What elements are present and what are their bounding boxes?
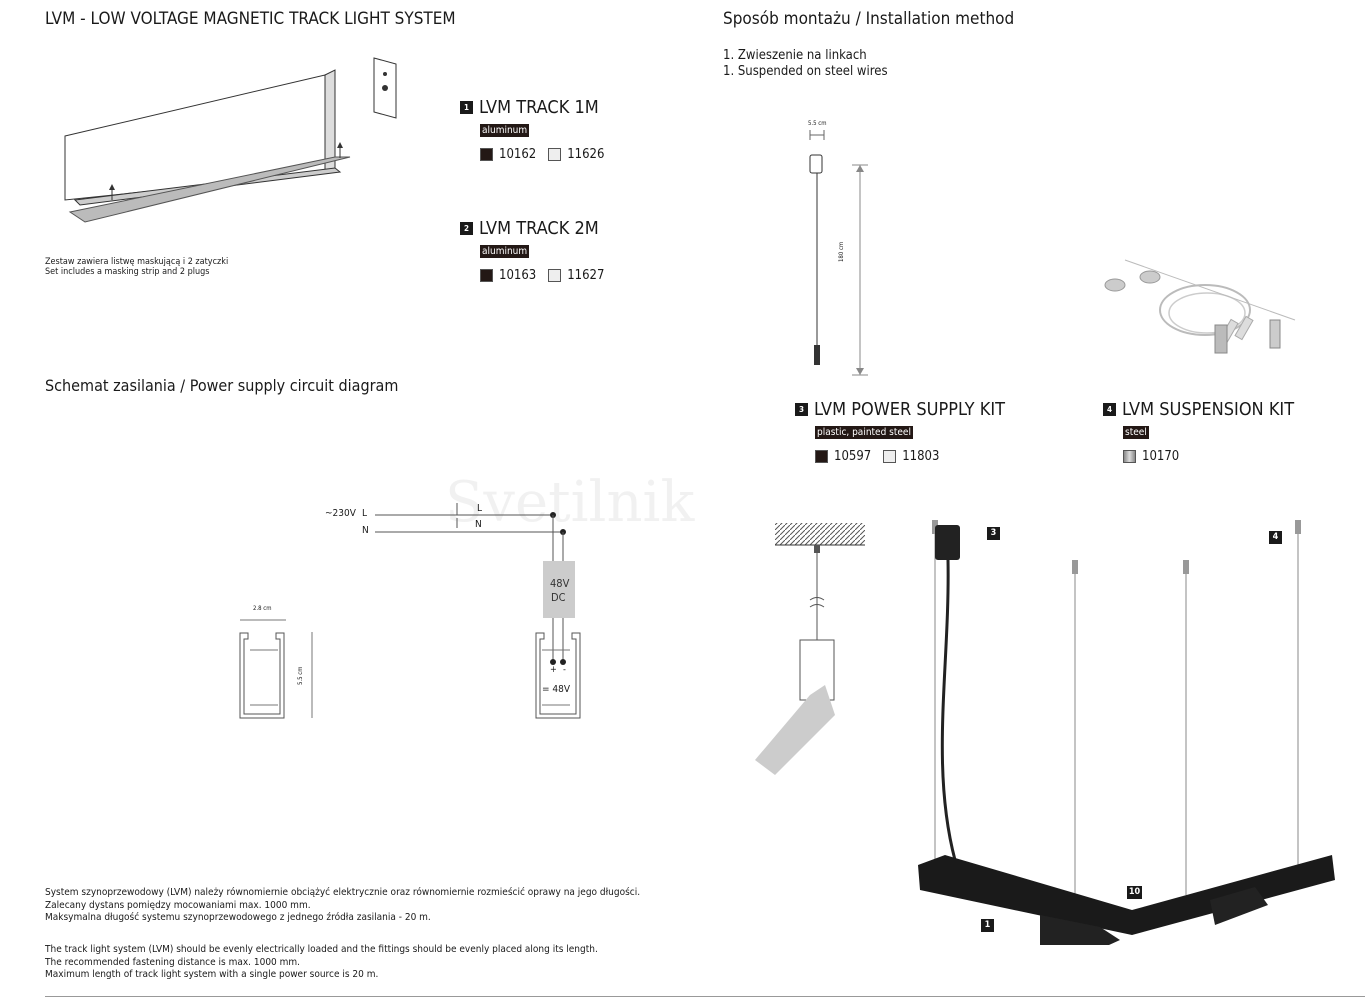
voltage-in-label: ~230V (325, 508, 356, 519)
track-note-pl: Zestaw zawiera listwę maskującą i 2 zaty… (45, 257, 229, 267)
product-code: 11627 (567, 268, 605, 283)
product-power-supply-kit: 3 LVM POWER SUPPLY KIT plastic, painted s… (795, 399, 1005, 464)
product-name: LVM POWER SUPPLY KIT (814, 399, 1005, 420)
N-label-2: N (475, 519, 482, 530)
note-line: The recommended fastening distance is ma… (45, 956, 301, 968)
color-swatch-black (480, 148, 493, 161)
N-label: N (362, 525, 369, 536)
install-title: Sposób montażu / Installation method (723, 9, 1015, 29)
product-code: 10170 (1142, 449, 1180, 464)
note-line: Maximum length of track light system wit… (45, 969, 379, 980)
product-code: 11803 (902, 449, 940, 464)
notes-en: The track light system (LVM) should be e… (45, 944, 598, 982)
product-track-1m: 1 LVM TRACK 1M aluminum 10162 11626 (460, 97, 604, 162)
watermark: Svetilnik (445, 470, 695, 535)
psu-label-dc: DC (551, 591, 566, 604)
color-swatch-black (480, 269, 493, 282)
callout-1: 1 (981, 919, 994, 932)
color-swatch-black (815, 450, 828, 463)
color-swatch-white (548, 269, 562, 282)
product-name: LVM TRACK 2M (479, 218, 599, 239)
product-material: plastic, painted steel (815, 426, 913, 439)
psu-label-48v: 48V (550, 577, 570, 590)
product-material: aluminum (480, 124, 530, 137)
note-line: Zalecany dystans pomiędzy mocowaniami ma… (45, 899, 311, 911)
color-swatch-white (883, 450, 897, 463)
plus-label: + (550, 665, 557, 675)
lamp-render (918, 520, 1335, 945)
product-track-2m: 2 LVM TRACK 2M aluminum 10163 11627 (460, 218, 604, 283)
product-number: 2 (460, 222, 473, 235)
page-title: LVM - LOW VOLTAGE MAGNETIC TRACK LIGHT S… (45, 9, 456, 29)
dim-height-label: 180 cm (838, 241, 845, 262)
track-illustration (64, 57, 397, 223)
product-suspension-kit: 4 LVM SUSPENSION KIT steel 10170 (1103, 399, 1294, 464)
L-label: L (362, 508, 368, 519)
minus-label: - (563, 665, 566, 675)
circuit-title: Schemat zasilania / Power supply circuit… (45, 376, 399, 395)
note-line: Maksymalna długość systemu szynoprzewodo… (45, 912, 431, 923)
callout-3: 3 (987, 527, 1000, 540)
suspension-kit-image (1104, 259, 1296, 354)
suspension-dimension-drawing (809, 130, 868, 376)
dim-width-label: 5.5 cm (808, 120, 827, 127)
product-code: 10597 (834, 449, 872, 464)
product-number: 3 (795, 403, 808, 416)
product-material: aluminum (480, 245, 530, 258)
profile-height-label: 5.5 cm (297, 666, 304, 685)
product-name: LVM SUSPENSION KIT (1122, 399, 1295, 420)
output-voltage-label: = 48V (542, 684, 570, 695)
note-line: The track light system (LVM) should be e… (45, 944, 598, 955)
product-name: LVM TRACK 1M (479, 97, 599, 118)
L-label-2: L (477, 503, 483, 514)
note-line: System szynoprzewodowy (LVM) należy równ… (45, 887, 641, 898)
product-number: 4 (1103, 403, 1116, 416)
ceiling-mount-drawing (755, 523, 865, 775)
product-code: 10163 (499, 268, 537, 283)
install-line-pl: 1. Zwieszenie na linkach (723, 48, 867, 63)
callout-10: 10 (1127, 886, 1142, 899)
notes-pl: System szynoprzewodowy (LVM) należy równ… (45, 887, 640, 925)
product-code: 11626 (567, 147, 605, 162)
color-swatch-steel (1123, 450, 1136, 463)
bottom-divider (45, 996, 1365, 997)
circuit-diagram (239, 503, 581, 719)
profile-width-label: 2.8 cm (253, 605, 272, 612)
color-swatch-white (548, 148, 562, 161)
product-material: steel (1123, 426, 1149, 439)
callout-4: 4 (1269, 531, 1282, 544)
product-number: 1 (460, 101, 473, 114)
install-line-en: 1. Suspended on steel wires (723, 64, 888, 79)
track-note-en: Set includes a masking strip and 2 plugs (45, 267, 210, 277)
product-code: 10162 (499, 147, 537, 162)
